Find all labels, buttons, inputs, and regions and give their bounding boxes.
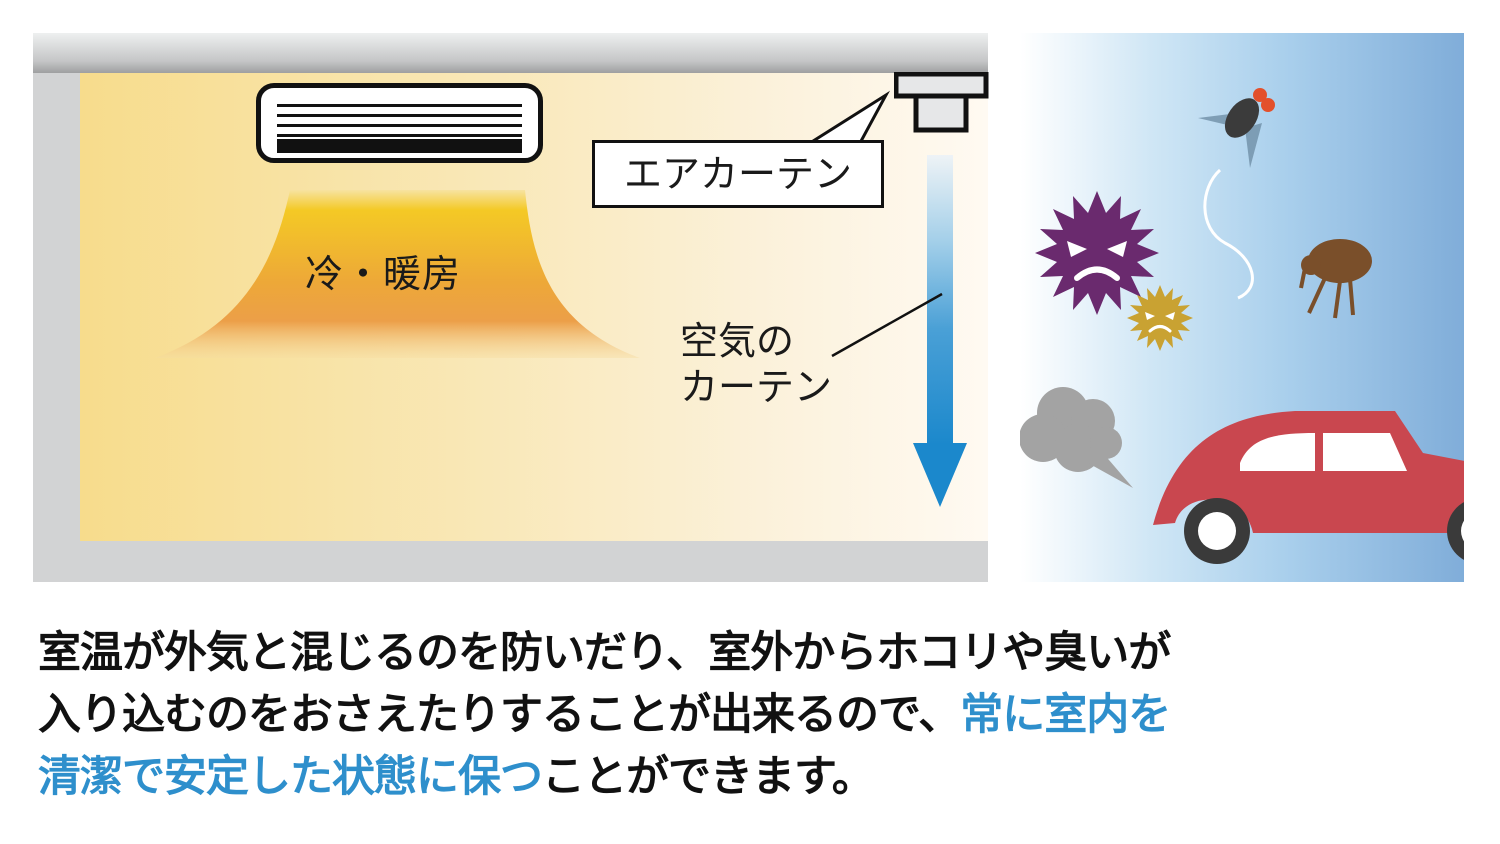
air-conditioner-icon (256, 83, 543, 163)
air-label-line1: 空気の (680, 319, 795, 363)
caption-line3-text: ことができます。 (542, 752, 875, 802)
caption-line2-text: 入り込むのをおさえたりすることが出来るので、 (38, 690, 961, 740)
fly-icon (1198, 88, 1275, 168)
caption-line-3: 清潔で安定した状態に保つことができます。 (38, 746, 1488, 808)
caption-line-2: 入り込むのをおさえたりすることが出来るので、常に室内を (38, 684, 1488, 746)
small-germ-icon (1127, 285, 1193, 351)
caption-text: 室温が外気と混じるのを防いだり、室外からホコリや臭いが 入り込むのをおさえたりす… (38, 622, 1488, 808)
caption-highlight-2: 清潔で安定した状態に保つ (38, 752, 543, 802)
air-curtain-arrow-icon (913, 155, 967, 507)
heating-cooling-label: 冷・暖房 (305, 252, 462, 296)
exhaust-smoke-icon (1020, 387, 1133, 488)
callout-pointer (809, 90, 891, 145)
ceiling (33, 33, 988, 73)
fly-trail (1203, 168, 1254, 300)
heating-cooling-airflow (155, 190, 640, 358)
flea-icon (1299, 239, 1372, 319)
caption-line-1: 室温が外気と混じるのを防いだり、室外からホコリや臭いが (38, 622, 1488, 684)
air-curtain-device-icon (894, 72, 989, 133)
label-leader-line (831, 292, 943, 358)
germ-icon (1035, 191, 1159, 315)
air-curtain-flow-label: 空気の カーテン (680, 318, 832, 410)
car-icon (1153, 411, 1464, 564)
air-curtain-callout: エアカーテン (592, 140, 884, 208)
air-label-line2: カーテン (680, 365, 833, 409)
outdoor-panel (1020, 33, 1464, 582)
caption-highlight-1: 常に室内を (960, 690, 1171, 740)
caption-line1-text: 室温が外気と混じるのを防いだり、室外からホコリや臭いが (38, 628, 1171, 678)
